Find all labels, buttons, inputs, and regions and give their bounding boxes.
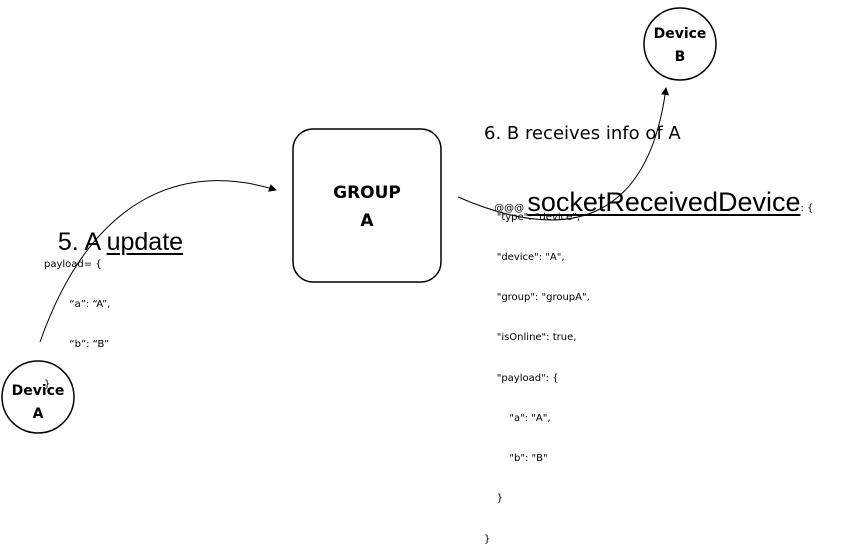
step6-body-line: "group": "groupA", [484, 292, 590, 304]
step6-event-name: socketReceivedDevice [527, 187, 801, 217]
step6-body: "type": "device", "device": "A", "group"… [484, 184, 590, 559]
flow-diagram: Device B Device A GROUP A [1, 7, 717, 434]
step5-payload-line: “b”: “B” [44, 339, 110, 351]
step5-payload-line: } [44, 379, 51, 391]
step5-payload-line: “a”: “A”, [44, 299, 111, 311]
step6-event-line: @@@ socketReceivedDevice: { [484, 151, 813, 226]
step5-number: 5. A [57, 228, 107, 256]
group-a-node: GROUP A [292, 128, 442, 283]
arrow-device-a-to-group [39, 180, 277, 343]
step6-body-line: "b": "B" [484, 453, 548, 465]
device-a-label-line2: A [33, 406, 44, 422]
step6-body-line: "device": "A", [484, 252, 565, 264]
step6-body-line: } [484, 493, 504, 505]
device-a-node: Device A [1, 360, 75, 434]
step5-payload: payload= { “a”: “A”, “b”: “B” } [44, 231, 110, 405]
device-a-label-line1: Device [12, 383, 65, 399]
device-b-label-line1: Device [654, 26, 707, 42]
step6-body-line: "payload": { [484, 372, 559, 384]
step6-body-line: } [484, 533, 491, 545]
group-a-label-line1: GROUP [333, 183, 401, 203]
step5-payload-line: payload= { [44, 258, 102, 270]
step6-prefix: @@@ [494, 203, 528, 214]
step6-title: 6. B receives info of A [484, 123, 681, 144]
arrow-group-to-device-b [457, 87, 670, 221]
step6-body-line: "isOnline": true, [484, 332, 577, 344]
step5-method: update [106, 228, 184, 256]
group-a-label-line2: A [360, 211, 374, 231]
step5-heading: 5. A update [44, 197, 183, 257]
step6-suffix: : { [800, 203, 814, 214]
device-b-node: Device B [643, 7, 717, 81]
step6-body-line: "a": "A", [484, 412, 551, 424]
device-b-label-line2: B [675, 49, 686, 65]
step6-body-line: "type": "device", [484, 211, 581, 223]
